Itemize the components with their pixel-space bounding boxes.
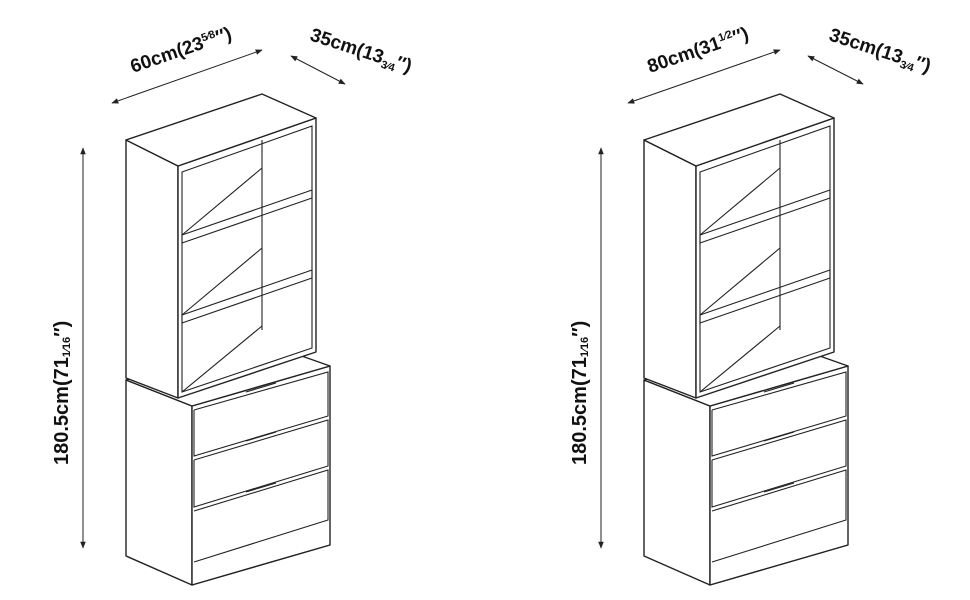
right-depth-label: 35cm(133⁄4″) — [826, 25, 934, 79]
left-drawer-handle-2 — [245, 431, 277, 442]
right-drawer-handle-2 — [763, 431, 795, 442]
right-cabinet — [643, 93, 849, 586]
left-shelf-board-1 — [181, 189, 313, 244]
right-shelf-depth-3 — [699, 325, 781, 393]
left-depth-label: 35cm(133⁄4″) — [307, 25, 415, 79]
left-shelf-depth-1 — [181, 167, 263, 236]
left-cabinet — [125, 93, 331, 586]
left-drawer-handle-1 — [245, 382, 277, 393]
left-base — [191, 544, 331, 586]
left-width-label: 60cm(235⁄8″) — [128, 23, 235, 77]
left-height-label: 180.5cm(711⁄16″) — [51, 321, 73, 465]
right-drawer-2 — [711, 419, 847, 508]
right-shelf-depth-1 — [699, 167, 781, 236]
left-shelf-depth-2 — [181, 247, 263, 316]
right-shelf-top — [643, 93, 835, 167]
left-drawer-3 — [193, 469, 329, 563]
right-drawer-handle-1 — [763, 382, 795, 393]
left-shelf-top — [125, 93, 317, 167]
right-drawer-handle-3 — [763, 482, 795, 493]
left-width-arrow — [111, 49, 263, 104]
right-drawer-1 — [711, 371, 847, 457]
right-depth-arrow — [807, 55, 864, 85]
left-drawer-side — [125, 379, 193, 586]
right-shelf-board-2 — [699, 269, 831, 324]
right-shelf-board-1 — [699, 189, 831, 244]
right-drawer-3 — [711, 469, 847, 563]
right-drawer-side — [643, 379, 711, 586]
right-height-label: 180.5cm(711⁄16″) — [569, 321, 591, 465]
right-shelf-frame — [695, 117, 835, 399]
left-shelf-board-2 — [181, 269, 313, 324]
right-base — [709, 544, 849, 586]
left-drawer-1 — [193, 371, 329, 457]
right-width-arrow — [627, 49, 781, 104]
right-shelf-depth-2 — [699, 247, 781, 316]
left-shelf-frame — [177, 117, 317, 399]
left-depth-arrow — [290, 55, 346, 85]
left-shelf-side — [125, 139, 179, 399]
left-drawer-2 — [193, 419, 329, 508]
right-width-label: 80cm(311⁄2″) — [645, 23, 752, 77]
left-drawer-handle-3 — [245, 482, 277, 493]
left-shelf-depth-3 — [181, 325, 263, 393]
right-shelf-side — [643, 139, 697, 399]
